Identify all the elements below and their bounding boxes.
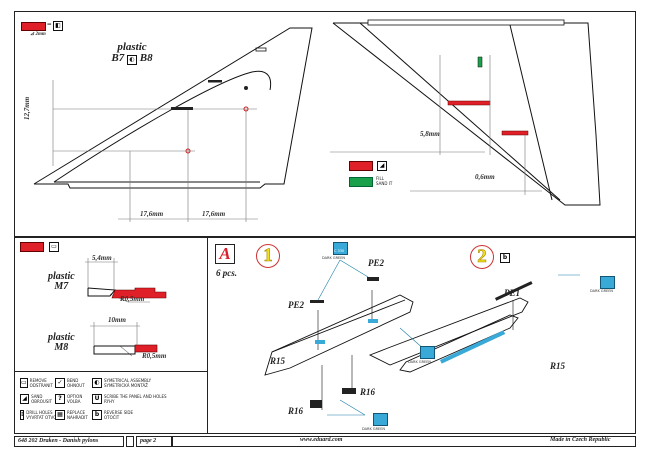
paint-label-4: DARK GREEN (590, 289, 614, 293)
legend-sand: ◢SAND OBROUSIT (20, 394, 52, 404)
plastic-m7-label: plastic M7 (48, 272, 75, 292)
part-label-b7-b8: plastic B7 ◐ B8 (104, 42, 160, 65)
fill-sand-label: FILL SAND IT (376, 176, 393, 186)
cut-icon-2: ▭ (49, 242, 59, 252)
symmetrical-icon: ◐ (127, 55, 137, 65)
legend-remove: ▭REMOVE ODSTRANIT (20, 378, 53, 388)
footer-made-in: Made in Czech Republic (550, 437, 611, 443)
symbol-legend: ▭REMOVE ODSTRANIT ✓BEND OHNOUT ◐SYMETRIC… (20, 378, 206, 420)
drill-icon: ⁝ (20, 410, 25, 420)
dim-5-4mm: 5,4mm (92, 254, 112, 262)
legend-bend: ✓BEND OHNOUT (55, 378, 89, 388)
footer-website[interactable]: www.eduard.com (300, 437, 343, 443)
sand-color-swatch (349, 161, 373, 171)
bend-icon: ✓ (55, 378, 65, 388)
legend-option: ?OPTION VOLBA (55, 394, 89, 404)
cut-icon: ◧ (53, 21, 63, 31)
part-r16-a: R16 (360, 387, 376, 397)
part-b7: B7 (111, 52, 125, 64)
thickness-label: ⊿ 2mm (30, 32, 46, 37)
plastic-label: plastic (48, 332, 75, 343)
plastic-label: plastic (117, 41, 147, 53)
paint-swatch-1 (333, 242, 348, 255)
legend-symmetrical: ◐SYMETRICAL ASSEMBLY SYMETRICKÁ MONTÁŽ (92, 378, 202, 388)
pylon-drawing-right (330, 19, 601, 206)
section-letter: A (219, 244, 231, 263)
part-r15-a: R15 (270, 356, 286, 366)
footer-product: 648 202 Draken - Danish pylons (14, 436, 124, 447)
scribe-icon: U (92, 394, 102, 404)
step-2-badge: 2 (470, 245, 494, 269)
symmetrical-icon: ◐ (92, 378, 102, 388)
dim-10mm: 10mm (108, 316, 126, 324)
part-r16-b: R16 (288, 406, 304, 416)
pylon-drawing-b7-b8 (33, 27, 313, 222)
plastic-m8-label: plastic M8 (48, 333, 75, 353)
option-icon: ? (55, 394, 65, 404)
top-panel (14, 11, 636, 237)
paint-label-3: DARK GREEN (362, 427, 386, 431)
part-m7: M7 (54, 281, 69, 292)
section-letter-box: A (215, 244, 235, 264)
dim-horizontal-1: 17,6mm (140, 210, 164, 218)
step-1-assembly-drawing (264, 259, 580, 416)
paint-code: C 330 (334, 249, 345, 253)
paint-swatch-4 (600, 276, 615, 289)
cut-color-swatch-2 (20, 242, 44, 252)
footer-page: page 2 (136, 436, 172, 447)
remove-icon: ▭ (20, 378, 28, 388)
replace-icon: ▦ (55, 410, 65, 420)
legend-replace: ▦REPLACE NAHRADIT (55, 410, 89, 420)
dim-horizontal-2: 17,6mm (202, 210, 226, 218)
m7-m8-drawing (85, 258, 167, 357)
sand-icon: ◢ (20, 394, 30, 404)
paint-swatch-2 (420, 346, 435, 359)
step-2-number: 2 (477, 246, 487, 268)
step-1-badge: 1 (256, 244, 280, 268)
part-m8: M8 (54, 342, 69, 353)
radius-m8: R0,5mm (142, 352, 167, 360)
reverse-icon: b (500, 253, 510, 263)
dim-0-6mm: 0,6mm (475, 173, 495, 181)
paint-swatch-3 (373, 413, 388, 426)
sand-icon: ◢ (377, 161, 387, 171)
fill-color-swatch (349, 177, 373, 187)
paint-label-1: DARK GREEN (322, 256, 346, 260)
dim-vertical: 12,7mm (23, 96, 31, 120)
cut-color-swatch (21, 22, 46, 31)
dim-5-8mm: 5,8mm (420, 130, 440, 138)
quantity-label: 6 pcs. (216, 268, 237, 278)
part-pe2-b: PE2 (288, 300, 305, 310)
step-1-number: 1 (263, 245, 273, 267)
part-pe1: PE1 (504, 288, 521, 298)
footer-spacer (126, 436, 134, 447)
part-b8: B8 (139, 52, 153, 64)
part-r15-b: R15 (550, 361, 566, 371)
part-pe2-a: PE2 (368, 258, 385, 268)
assembly-panel (207, 237, 636, 434)
reverse-icon: b (92, 410, 102, 420)
plastic-label: plastic (48, 271, 75, 282)
radius-m7: R0,5mm (120, 295, 145, 303)
footer-main (172, 436, 636, 447)
paint-label-2: DARK GREEN (408, 360, 432, 364)
legend-drill: ⁝DRILL HOLES VYVRTAT OTVOR (20, 410, 60, 420)
